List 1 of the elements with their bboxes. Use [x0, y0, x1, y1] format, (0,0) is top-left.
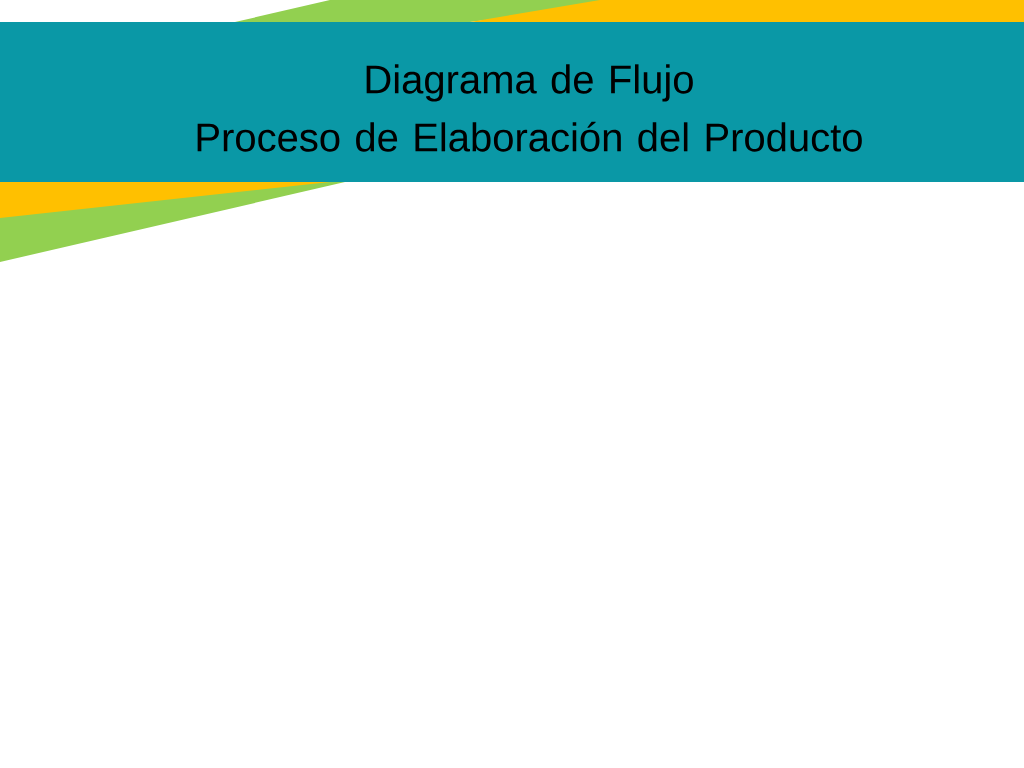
title: Diagrama de Flujo Proceso de Elaboración del Producto — [197, 64, 862, 152]
